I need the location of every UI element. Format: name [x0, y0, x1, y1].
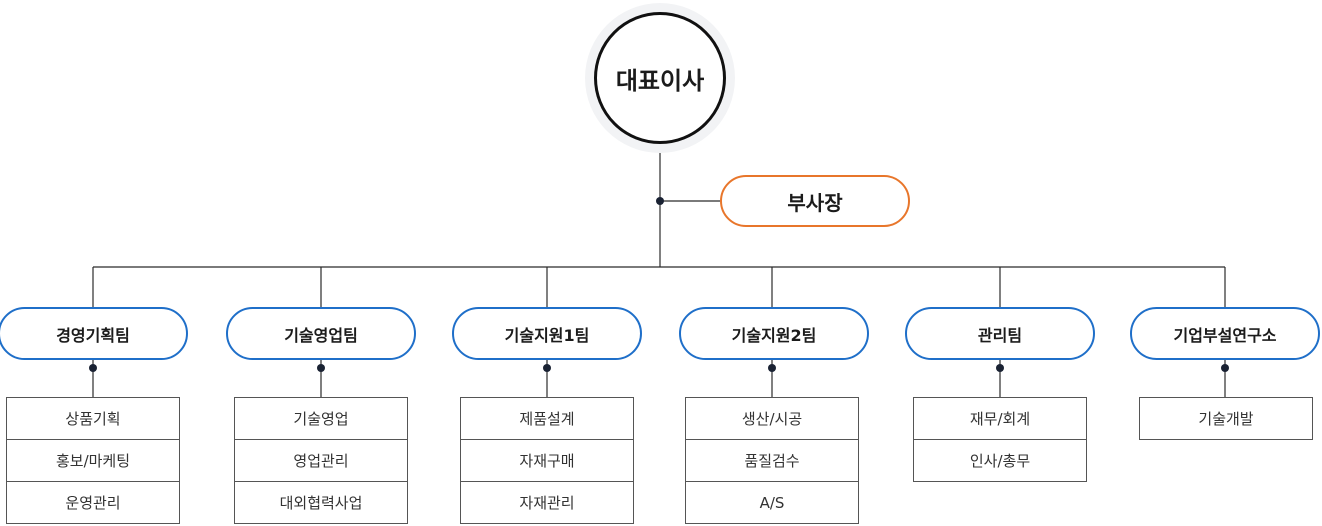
sub-item: 자재관리	[519, 494, 575, 512]
team-label: 기업부설연구소	[1173, 325, 1277, 345]
junction-dot	[656, 197, 664, 205]
ceo-node: 대표이사	[594, 12, 726, 144]
sub-item: A/S	[759, 493, 785, 512]
sub-item: 제품설계	[461, 398, 633, 440]
team-label: 관리팀	[977, 325, 1023, 345]
team-label: 경영기획팀	[56, 325, 130, 345]
team-label: 기술지원2팀	[731, 325, 817, 345]
team-node-tech-support-2: 기술지원2팀	[679, 307, 869, 360]
junction-dot	[1221, 364, 1229, 372]
team-node-tech-sales: 기술영업팀	[226, 307, 416, 360]
sub-item: 기술개발	[1198, 410, 1254, 428]
junction-dot	[89, 364, 97, 372]
sub-item: 영업관리	[235, 440, 407, 482]
vice-president-node: 부사장	[720, 175, 910, 227]
team-node-administration: 관리팀	[905, 307, 1095, 360]
junction-dot	[543, 364, 551, 372]
sub-item: 기술영업	[235, 398, 407, 440]
sub-item: 인사/총무	[969, 452, 1031, 470]
sub-item: 품질검수	[686, 440, 858, 482]
team-node-tech-support-1: 기술지원1팀	[452, 307, 642, 360]
sub-list-administration: 재무/회계 인사/총무	[913, 397, 1087, 482]
sub-item: 생산/시공	[686, 398, 858, 440]
sub-item: 대외협력사업	[279, 494, 363, 512]
junction-dot	[768, 364, 776, 372]
sub-list-research-lab: 기술개발	[1139, 397, 1313, 440]
sub-item: 홍보/마케팅	[7, 440, 179, 482]
junction-dot	[317, 364, 325, 372]
sub-item: 운영관리	[65, 494, 121, 512]
sub-item: 재무/회계	[914, 398, 1086, 440]
sub-item: 자재구매	[461, 440, 633, 482]
sub-list-tech-support-1: 제품설계 자재구매 자재관리	[460, 397, 634, 524]
sub-list-management-planning: 상품기획 홍보/마케팅 운영관리	[6, 397, 180, 524]
team-label: 기술영업팀	[284, 325, 358, 345]
ceo-label: 대표이사	[615, 66, 705, 95]
sub-list-tech-support-2: 생산/시공 품질검수 A/S	[685, 397, 859, 524]
sub-list-tech-sales: 기술영업 영업관리 대외협력사업	[234, 397, 408, 524]
vice-president-label: 부사장	[787, 190, 843, 215]
sub-item: 상품기획	[7, 398, 179, 440]
team-label: 기술지원1팀	[504, 325, 590, 345]
junction-dot	[996, 364, 1004, 372]
team-node-research-lab: 기업부설연구소	[1130, 307, 1320, 360]
team-node-management-planning: 경영기획팀	[0, 307, 188, 360]
